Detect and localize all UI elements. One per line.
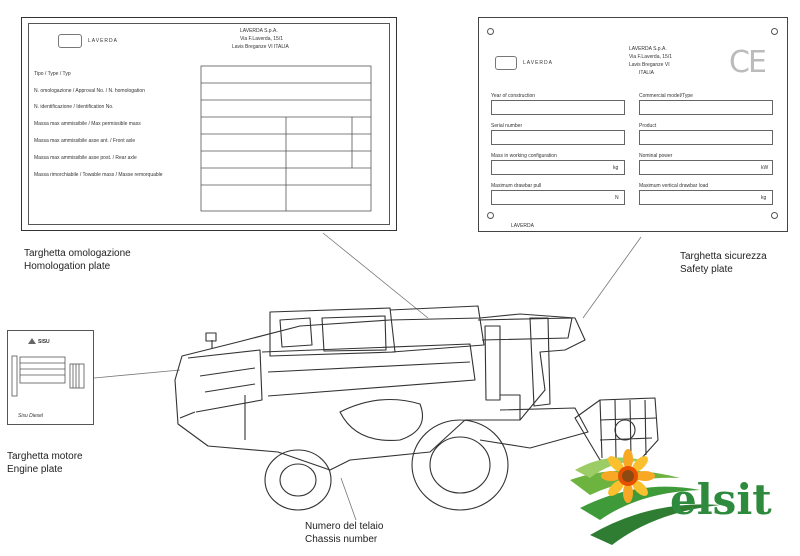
company-address-2: Lavis Breganze VI bbox=[629, 62, 670, 68]
homologation-caption-en: Homologation plate bbox=[24, 261, 111, 272]
field-label: Product bbox=[639, 123, 657, 129]
field-box bbox=[639, 130, 773, 145]
homologation-caption: Targhetta omologazione Homologation plat… bbox=[24, 247, 131, 273]
chassis-caption-en: Chassis number bbox=[305, 534, 378, 545]
safety-caption-en: Safety plate bbox=[680, 264, 733, 275]
homologation-row-label: Massa max ammissibile / Max permissible … bbox=[34, 121, 141, 127]
unit-label: kg bbox=[761, 195, 767, 201]
laverda-logo bbox=[495, 56, 517, 70]
logo-text: LAVERDA bbox=[523, 60, 553, 66]
chassis-caption: Numero del telaio Chassis number bbox=[305, 520, 383, 546]
field-box bbox=[491, 160, 625, 175]
engine-plate: SISU Sisu Diesel bbox=[7, 330, 94, 425]
company-address-1: Via F.Laverda, 15/1 bbox=[629, 54, 672, 60]
homologation-row-label: Tipo / Type / Typ bbox=[34, 71, 71, 77]
homologation-plate: LAVERDA LAVERDA S.p.A. Via F.Laverda, 15… bbox=[21, 17, 397, 231]
field-box bbox=[491, 190, 625, 205]
field-box bbox=[639, 160, 773, 175]
engine-caption-en: Engine plate bbox=[7, 464, 63, 475]
field-box bbox=[639, 100, 773, 115]
company-address-2: Lavis Breganze VI ITALIA bbox=[232, 44, 289, 50]
safety-plate: LAVERDA LAVERDA S.p.A. Via F.Laverda, 15… bbox=[478, 17, 788, 232]
field-label: Mass in working configuration bbox=[491, 153, 557, 159]
homologation-row-label: N. omologazione / Approval No. / N. homo… bbox=[34, 88, 145, 94]
logo-text: LAVERDA bbox=[88, 38, 118, 44]
field-label: Maximum drawbar pull bbox=[491, 183, 542, 189]
company-address-3: ITALIA bbox=[639, 70, 654, 76]
laverda-logo bbox=[58, 34, 82, 48]
company-name: LAVERDA S.p.A. bbox=[629, 46, 667, 52]
engine-caption-it: Targhetta motore bbox=[7, 451, 83, 462]
mounting-hole bbox=[771, 28, 778, 35]
plate-footer: LAVERDA bbox=[511, 223, 534, 229]
field-box bbox=[491, 100, 625, 115]
engine-caption: Targhetta motore Engine plate bbox=[7, 450, 83, 476]
unit-label: kW bbox=[761, 165, 769, 171]
safety-caption-it: Targhetta sicurezza bbox=[680, 251, 767, 262]
ce-mark: CE bbox=[729, 45, 767, 80]
mounting-hole bbox=[487, 212, 494, 219]
company-name: LAVERDA S.p.A. bbox=[240, 28, 278, 34]
company-address-1: Via F.Laverda, 15/1 bbox=[240, 36, 283, 42]
field-label: Nominal power bbox=[639, 153, 673, 159]
homologation-caption-it: Targhetta omologazione bbox=[24, 248, 131, 259]
unit-label: kg bbox=[613, 165, 619, 171]
homologation-row-label: Massa max ammissibile asse post. / Rear … bbox=[34, 155, 137, 161]
engine-brand: SISU bbox=[38, 339, 50, 345]
chassis-caption-it: Numero del telaio bbox=[305, 521, 384, 532]
homologation-row-label: Massa rimorchiabile / Towable mass / Mas… bbox=[34, 172, 163, 178]
field-label: Serial number bbox=[491, 123, 523, 129]
field-box bbox=[491, 130, 625, 145]
safety-caption: Targhetta sicurezza Safety plate bbox=[680, 250, 767, 276]
field-box bbox=[639, 190, 773, 205]
mounting-hole bbox=[487, 28, 494, 35]
unit-label: N bbox=[615, 195, 619, 201]
elsit-watermark: elsit bbox=[670, 475, 772, 524]
field-label: Maximum vertical drawbar load bbox=[639, 183, 709, 189]
mounting-hole bbox=[771, 212, 778, 219]
homologation-row-label: Massa max ammissibile asse ant. / Front … bbox=[34, 138, 136, 144]
engine-plate-footer: Sisu Diesel bbox=[18, 413, 44, 419]
field-label: Year of construction bbox=[491, 93, 536, 99]
field-label: Commercial model/Type bbox=[639, 93, 693, 99]
homologation-row-label: N. identificazione / Identification No. bbox=[34, 104, 114, 110]
